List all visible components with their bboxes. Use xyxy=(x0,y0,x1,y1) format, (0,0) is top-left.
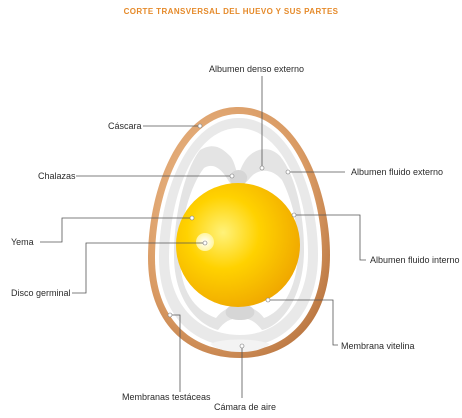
dot-chalazas xyxy=(229,173,235,179)
dot-membranas-testaceas xyxy=(167,312,173,318)
dot-membrana-vitelina xyxy=(265,297,271,303)
label-camara-de-aire: Cámara de aire xyxy=(214,402,276,412)
yolk xyxy=(176,183,300,307)
chalaza-bottom xyxy=(225,304,255,320)
label-albumen-denso-externo: Albumen denso externo xyxy=(209,64,304,74)
diagram-title: CORTE TRANSVERSAL DEL HUEVO Y SUS PARTES xyxy=(124,7,339,16)
label-membranas-testaceas: Membranas testáceas xyxy=(122,392,211,402)
dot-albumen-fluido-externo xyxy=(285,169,291,175)
dot-yema xyxy=(189,215,195,221)
chalaza-top xyxy=(229,170,248,186)
pointer-dots xyxy=(167,123,297,349)
label-albumen-fluido-interno: Albumen fluido interno xyxy=(370,255,460,265)
label-cascara: Cáscara xyxy=(108,121,142,131)
leader-yema xyxy=(40,217,192,243)
dot-camara-de-aire xyxy=(239,343,245,349)
dot-disco-germinal xyxy=(202,240,208,246)
leader-lines xyxy=(40,76,366,398)
leader-disco-germinal xyxy=(72,242,205,294)
dot-cascara xyxy=(197,123,203,129)
dot-albumen-fluido-interno xyxy=(291,212,297,218)
leader-membranas-testaceas xyxy=(170,314,181,392)
label-membrana-vitelina: Membrana vitelina xyxy=(341,341,415,351)
leader-membrana-vitelina xyxy=(268,299,338,346)
label-albumen-fluido-externo: Albumen fluido externo xyxy=(351,167,443,177)
leader-albumen-fluido-interno xyxy=(294,214,366,261)
dot-albumen-denso-externo xyxy=(259,165,265,171)
label-disco-germinal: Disco germinal xyxy=(11,288,71,298)
label-yema: Yema xyxy=(11,237,34,247)
label-chalazas: Chalazas xyxy=(38,171,76,181)
